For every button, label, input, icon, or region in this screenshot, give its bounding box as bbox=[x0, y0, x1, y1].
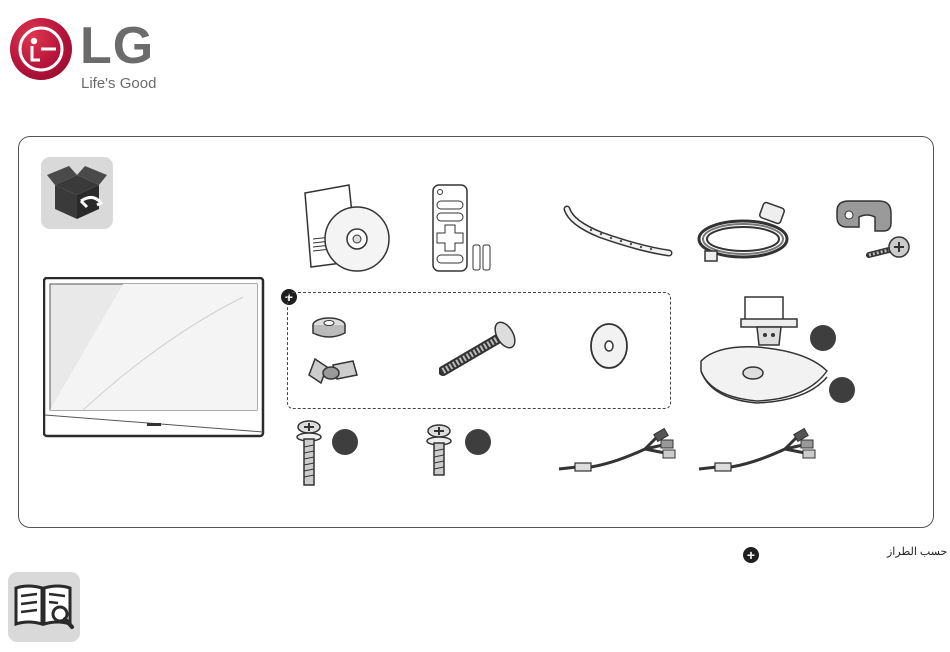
box-open-icon bbox=[41, 157, 113, 229]
screw-short-badge bbox=[465, 429, 491, 455]
lg-emblem-icon bbox=[10, 18, 72, 80]
accessories-panel: + bbox=[18, 136, 934, 528]
plus-circle-icon: + bbox=[743, 547, 759, 563]
screw-long-badge bbox=[332, 429, 358, 455]
clip-screw-icon bbox=[831, 197, 917, 273]
wing-nut-icon bbox=[301, 307, 363, 393]
stand-base-badge bbox=[829, 377, 855, 403]
remote-icon bbox=[431, 183, 493, 275]
av-cable-1-icon bbox=[555, 427, 681, 477]
brand-name: LG bbox=[80, 16, 154, 76]
brand-tagline: Life's Good bbox=[81, 75, 156, 92]
screw-long-icon bbox=[295, 419, 323, 489]
model-footnote: حسب الطراز bbox=[887, 545, 947, 558]
av-cable-2-icon bbox=[695, 427, 821, 477]
cable-strip-icon bbox=[561, 203, 673, 259]
stand-base-icon bbox=[697, 341, 833, 407]
lg-logo: LG Life's Good bbox=[10, 18, 170, 98]
tv-illustration bbox=[43, 277, 265, 439]
bolt-icon bbox=[439, 317, 521, 379]
power-cord-icon bbox=[695, 195, 797, 271]
washer-icon bbox=[587, 321, 631, 371]
manual-cd-icon bbox=[301, 181, 393, 273]
screw-short-icon bbox=[425, 423, 453, 479]
book-search-icon bbox=[8, 572, 80, 642]
